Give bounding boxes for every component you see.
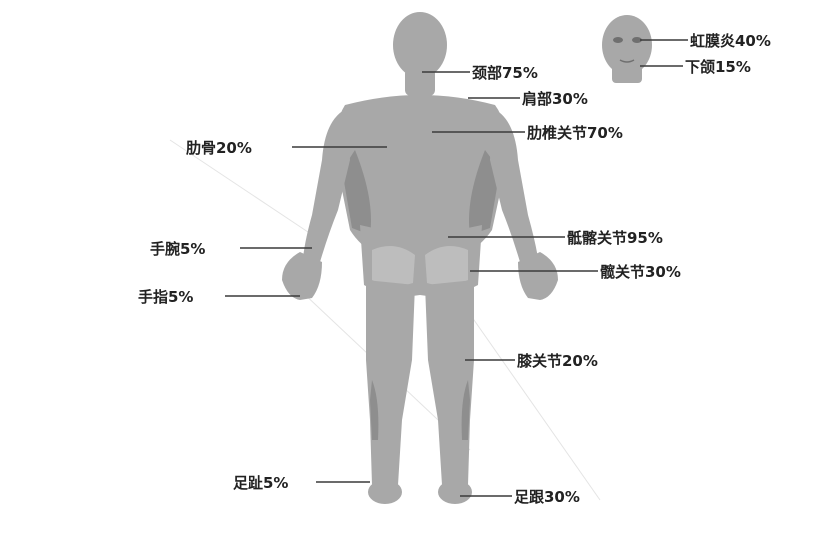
label-jaw: 下颌15% bbox=[685, 58, 751, 76]
figure-right-leg bbox=[425, 280, 474, 485]
human-figure bbox=[282, 12, 558, 504]
label-shoulder: 肩部30% bbox=[522, 90, 588, 108]
figure-right-foot bbox=[438, 480, 472, 504]
label-sacroiliac: 骶髂关节95% bbox=[567, 229, 663, 247]
head-inset bbox=[602, 15, 652, 83]
label-knee: 膝关节20% bbox=[517, 352, 598, 370]
figure-hips-shade bbox=[372, 246, 415, 286]
label-neck: 颈部75% bbox=[471, 64, 538, 82]
figure-left-foot bbox=[368, 480, 402, 504]
label-rib: 肋骨20% bbox=[186, 139, 252, 157]
label-hip: 髋关节30% bbox=[600, 263, 681, 281]
label-costovertebral: 肋椎关节70% bbox=[527, 124, 623, 142]
label-wrist: 手腕5% bbox=[150, 240, 205, 258]
inset-neck bbox=[612, 65, 642, 83]
figure-left-arm bbox=[303, 108, 350, 262]
label-iritis: 虹膜炎40% bbox=[690, 32, 771, 50]
label-finger: 手指5% bbox=[138, 288, 193, 306]
figure-hips-shade-right bbox=[425, 246, 468, 286]
label-toe: 足趾5% bbox=[233, 474, 288, 492]
figure-left-leg bbox=[366, 280, 415, 485]
label-heel: 足跟30% bbox=[514, 488, 580, 506]
inset-left-eye bbox=[613, 37, 623, 43]
